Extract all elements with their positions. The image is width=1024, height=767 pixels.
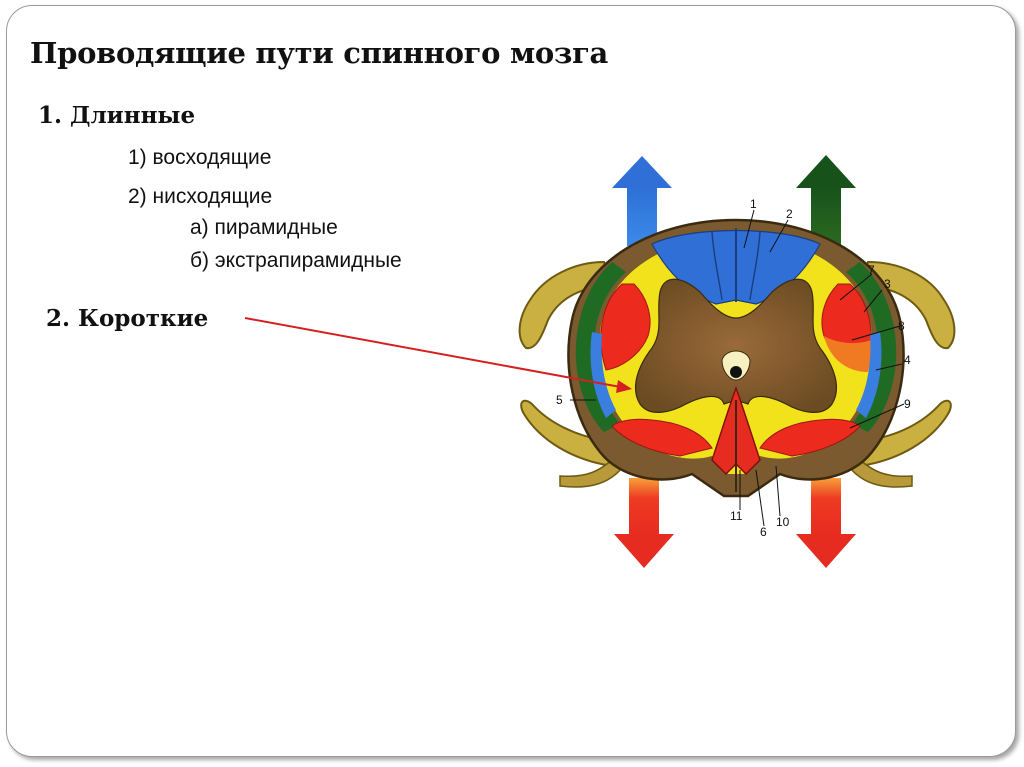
- ventral-root-right: [848, 399, 952, 488]
- label-10: 10: [776, 515, 790, 529]
- label-7: 7: [868, 263, 875, 277]
- descending-arrow-right: [796, 478, 856, 568]
- ventral-root-left: [520, 399, 624, 488]
- ascending-item: 1) восходящие: [128, 146, 272, 169]
- label-8: 8: [898, 319, 905, 333]
- lateral-blue-tract-right: [856, 332, 882, 418]
- fasciculus-divider-right: [749, 231, 761, 301]
- ventral-red-tract-right: [759, 418, 861, 457]
- fasciculus-divider-left: [711, 231, 723, 301]
- lateral-blue-tract-left: [590, 332, 616, 418]
- descending-arrow-left: [614, 478, 674, 568]
- short-pathways-heading: 2. Короткие: [46, 305, 209, 332]
- leader-lines: [570, 209, 905, 527]
- label-4: 4: [904, 353, 911, 367]
- long-pathways-heading: 1. Длинные: [38, 102, 196, 129]
- ventral-red-tract-left: [611, 418, 713, 457]
- label-5: 5: [556, 393, 563, 407]
- label-11: 11: [730, 509, 743, 523]
- label-9: 9: [904, 397, 911, 411]
- central-canal-region: [721, 350, 751, 381]
- extrapyramidal-item: б) экстрапирамидные: [190, 249, 402, 272]
- label-1: 1: [750, 197, 757, 211]
- lateral-green-tract-right: [846, 262, 897, 432]
- lateral-green-tract-left: [575, 262, 626, 432]
- central-canal: [730, 366, 742, 378]
- lateral-red-tract-left: [600, 283, 651, 371]
- descending-item: 2) нисходящие: [128, 185, 273, 208]
- label-6: 6: [760, 525, 767, 539]
- short-pathways-pointer: [244, 317, 632, 393]
- pyramidal-item: а) пирамидные: [190, 216, 338, 239]
- slide-title: Проводящие пути спинного мозга: [30, 36, 609, 70]
- label-2: 2: [786, 207, 793, 221]
- lateral-orange-tract-right: [824, 336, 876, 372]
- label-3: 3: [884, 277, 891, 291]
